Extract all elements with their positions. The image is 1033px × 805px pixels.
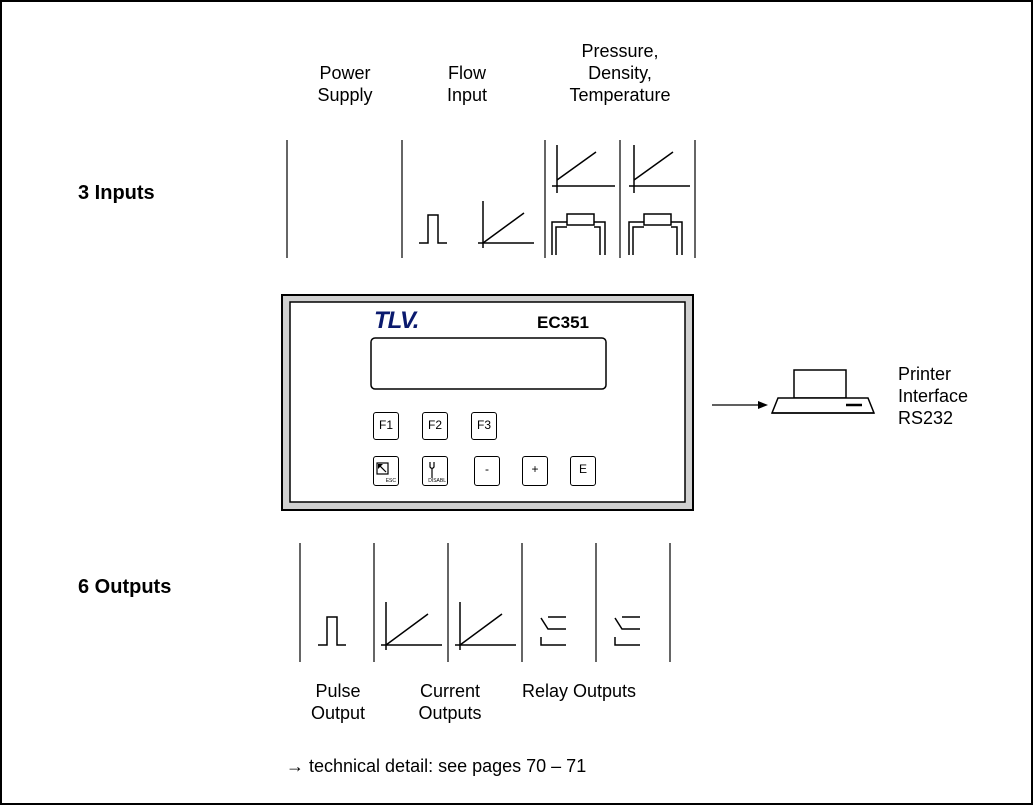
flow-pulse-symbol: [419, 214, 447, 244]
pressure-label: Pressure, Density, Temperature: [555, 40, 685, 106]
pressure-symbols-2: [628, 145, 690, 255]
input-separators: [286, 140, 696, 258]
resistor-leads-inner-2: [632, 226, 678, 255]
resistor-1: [566, 213, 595, 226]
f2-key[interactable]: F2: [422, 412, 448, 440]
pulse-output-line-2: Output: [310, 703, 366, 723]
esc-arrow-icon: [376, 462, 389, 475]
plus-key[interactable]: +: [522, 456, 548, 486]
printer-icon: [770, 369, 876, 414]
wrench-icon: [429, 462, 435, 478]
resistor-leads-inner-1: [555, 226, 601, 255]
pressure-line-2: Density,: [588, 63, 652, 83]
current-output-symbol-2: [455, 602, 516, 650]
pulse-output-line-1: Pulse: [315, 681, 361, 701]
printer-line-2: Interface: [898, 386, 969, 406]
current-slope-1: [385, 613, 429, 646]
pressure-line-1: Pressure,: [581, 41, 659, 61]
ramp-slope-1: [556, 151, 597, 181]
relay-contact-1a: [540, 617, 566, 630]
f3-key[interactable]: F3: [471, 412, 497, 440]
outputs-title: 6 Outputs: [78, 576, 172, 598]
tlv-logo: TLV.: [374, 307, 419, 334]
relay-output-symbol-2: [614, 616, 640, 646]
lcd-display: [370, 337, 607, 390]
current-slope-2: [459, 613, 503, 646]
power-supply-line-1: Power: [319, 63, 371, 83]
pressure-line-3: Temperature: [569, 85, 671, 105]
relay-output-symbol-1: [540, 616, 566, 646]
printer-paper: [793, 369, 847, 399]
flow-input-line-2: Input: [446, 85, 488, 105]
printer-label: Printer Interface RS232: [898, 363, 968, 429]
power-supply-line-2: Supply: [317, 85, 373, 105]
technical-detail-note: → technical detail: see pages 70 – 71: [286, 756, 587, 776]
f1-key[interactable]: F1: [373, 412, 399, 440]
esc-key-sub: ESC: [385, 478, 396, 484]
current-outputs-line-1: Current: [419, 681, 481, 701]
disabl-key-sub: DISABL: [428, 478, 446, 484]
output-separators: [299, 543, 671, 662]
esc-icon-arrow-head: [378, 464, 383, 469]
model-label: EC351: [537, 313, 589, 332]
esc-icon-box: [376, 462, 389, 475]
printer-line-3: RS232: [898, 408, 954, 428]
current-outputs-label: Current Outputs: [405, 680, 495, 724]
resistor-leads-1: [551, 221, 606, 255]
pulse-output-symbol: [318, 616, 346, 646]
pulse-output-label: Pulse Output: [298, 680, 378, 724]
flow-ramp-slope: [482, 212, 525, 244]
flow-input-label: Flow Input: [427, 62, 507, 106]
relay-outputs-label: Relay Outputs: [522, 681, 637, 701]
inputs-title: 3 Inputs: [78, 182, 155, 204]
relay-contact-1c: [540, 637, 566, 646]
flow-input-line-1: Flow: [447, 63, 486, 83]
current-output-symbol-1: [381, 602, 442, 650]
relay-contact-2a: [614, 617, 640, 630]
minus-key[interactable]: -: [474, 456, 500, 486]
relay-contact-2c: [614, 637, 640, 646]
disabl-key[interactable]: DISABL: [422, 456, 448, 486]
printer-arrow-head: [758, 401, 768, 409]
printer-line-1: Printer: [898, 364, 952, 384]
flow-ramp-symbol: [478, 201, 534, 248]
power-supply-label: Power Supply: [300, 62, 390, 106]
current-outputs-line-2: Outputs: [418, 703, 482, 723]
ramp-slope-2: [633, 151, 674, 181]
resistor-leads-2: [628, 221, 683, 255]
resistor-2: [643, 213, 672, 226]
wrench-icon-shape: [429, 462, 435, 478]
e-key[interactable]: E: [570, 456, 596, 486]
esc-key[interactable]: ESC: [373, 456, 399, 486]
pressure-symbols-1: [551, 145, 615, 255]
